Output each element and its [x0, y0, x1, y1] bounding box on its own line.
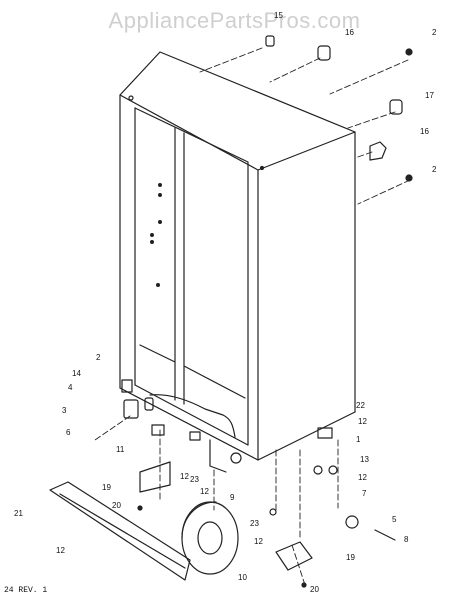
cabinet-shell [119, 51, 356, 461]
callout-6: 6 [66, 428, 71, 437]
callout-12: 12 [56, 546, 65, 555]
callout-23: 23 [190, 475, 199, 484]
hardware-parts [49, 35, 413, 588]
callout-1: 1 [356, 435, 361, 444]
callout-23: 23 [250, 519, 259, 528]
callout-7: 7 [362, 489, 367, 498]
callout-20: 20 [112, 501, 121, 510]
watermark: AppliancePartsPros.com [108, 8, 361, 33]
callout-12: 12 [358, 417, 367, 426]
callout-20: 20 [310, 585, 319, 594]
callout-11: 11 [116, 445, 125, 454]
callout-15: 15 [274, 11, 283, 20]
callout-2: 2 [432, 28, 437, 37]
callout-21: 21 [14, 509, 23, 518]
leader-lines [94, 47, 411, 586]
callout-4: 4 [68, 383, 73, 392]
callout-2: 2 [96, 353, 101, 362]
callout-13: 13 [360, 455, 369, 464]
callout-16: 16 [345, 28, 354, 37]
callout-19: 19 [346, 553, 355, 562]
callout-12: 12 [358, 473, 367, 482]
callout-12: 12 [254, 537, 263, 546]
callout-5: 5 [392, 515, 397, 524]
callout-3: 3 [62, 406, 67, 415]
callout-22: 22 [356, 401, 365, 410]
revision-label: 24 REV. 1 [4, 586, 48, 595]
callout-17: 17 [425, 91, 434, 100]
callout-12: 12 [180, 472, 189, 481]
callout-8: 8 [404, 535, 409, 544]
callout-14: 14 [72, 369, 81, 378]
callout-12: 12 [200, 487, 209, 496]
callout-9: 9 [230, 493, 235, 502]
callout-10: 10 [238, 573, 247, 582]
callout-labels: 15 16 2 17 16 2 2 14 4 3 6 11 22 12 1 13… [14, 11, 437, 594]
callout-16: 16 [420, 127, 429, 136]
callout-2: 2 [432, 165, 437, 174]
callout-19: 19 [102, 483, 111, 492]
